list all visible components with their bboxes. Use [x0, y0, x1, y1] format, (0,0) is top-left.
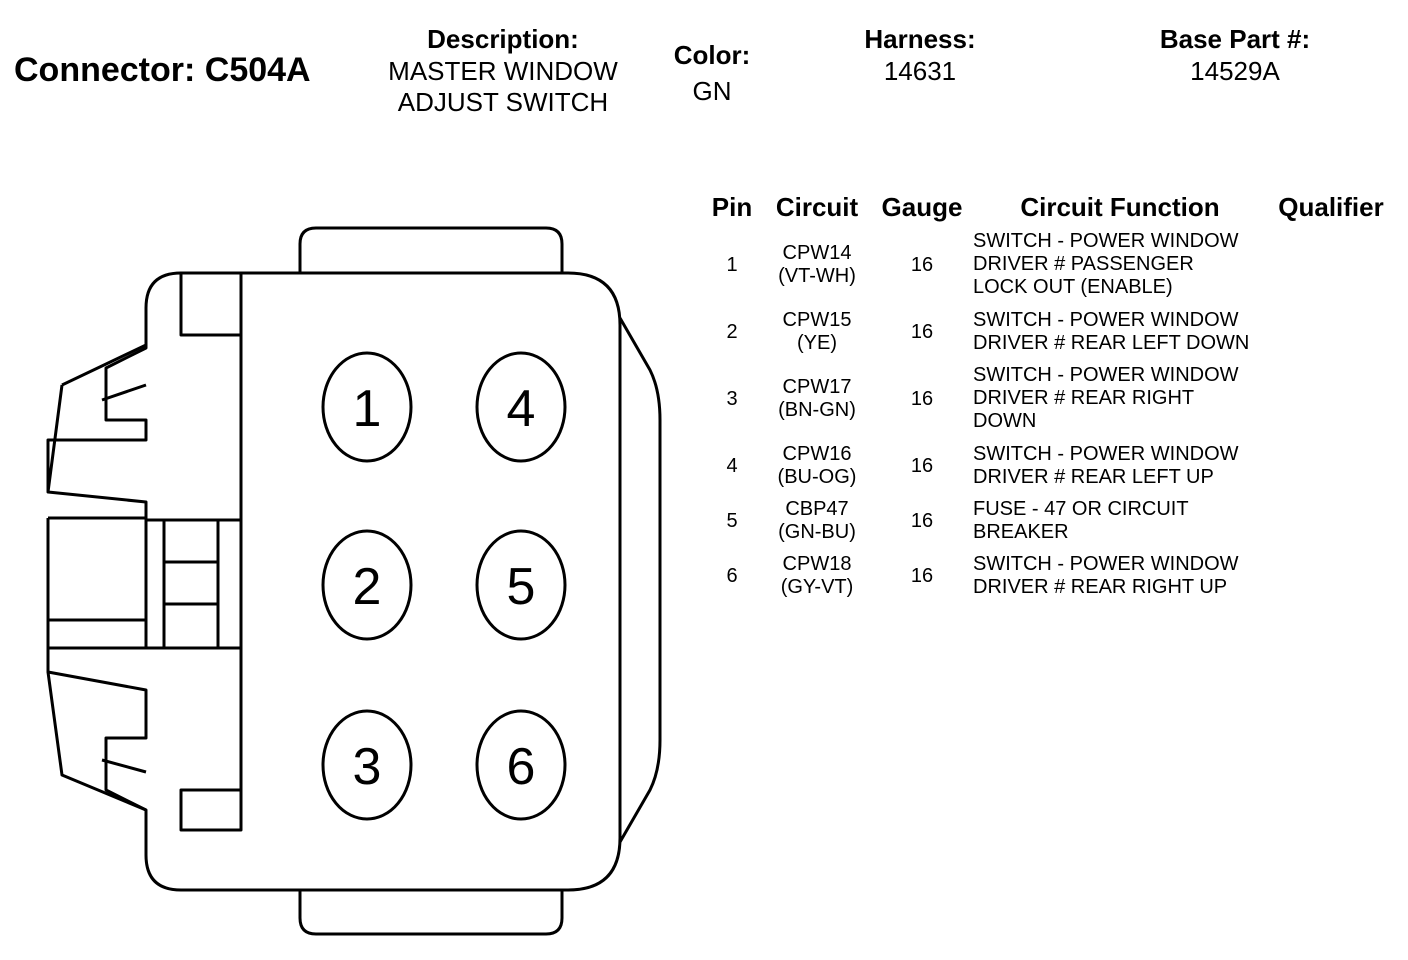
col-header-circuit: Circuit — [775, 192, 859, 222]
function-cell: SWITCH - POWER WINDOW DRIVER # REAR RIGH… — [973, 364, 1239, 433]
pin-cell: 2 — [726, 321, 738, 343]
function-line: DRIVER # REAR LEFT DOWN — [973, 332, 1250, 354]
pin-cell: 4 — [726, 455, 738, 477]
pin-label-6: 6 — [507, 738, 536, 796]
pin-label-5: 5 — [507, 558, 536, 616]
connector-title: Connector: C504A — [14, 51, 311, 89]
pin-cell: 1 — [726, 254, 738, 276]
circuit-color: (VT-WH) — [778, 265, 856, 287]
function-line: SWITCH - POWER WINDOW — [973, 230, 1239, 252]
circuit-id: CBP47 — [785, 498, 849, 520]
pin-cavity-2 — [321, 529, 413, 641]
base-part-block: Base Part #: 14529A — [1120, 24, 1350, 87]
circuit-cell: CPW14 (VT-WH) — [760, 242, 874, 288]
gauge-cell: 16 — [910, 321, 934, 343]
description-line-2: ADJUST SWITCH — [397, 87, 609, 117]
pin-cell: 3 — [726, 388, 738, 410]
pin-label-3: 3 — [353, 738, 382, 796]
function-line: SWITCH - POWER WINDOW — [973, 443, 1239, 465]
circuit-color: (YE) — [797, 332, 837, 354]
pin-cavity-1 — [321, 351, 413, 463]
circuit-id: CPW18 — [782, 553, 852, 575]
circuit-color: (BU-OG) — [777, 466, 857, 488]
pin-cell: 5 — [726, 510, 738, 532]
lower-left-wing — [46, 671, 147, 812]
circuit-cell: CPW17 (BN-GN) — [760, 376, 874, 422]
function-line: DRIVER # PASSENGER — [973, 253, 1194, 275]
color-value: GN — [692, 76, 732, 106]
center-lock — [144, 518, 243, 650]
circuit-cell: CPW18 (GY-VT) — [760, 553, 874, 599]
gauge-cell: 16 — [910, 455, 934, 477]
right-side-rib — [618, 317, 662, 843]
function-line: SWITCH - POWER WINDOW — [973, 309, 1239, 331]
circuit-id: CPW16 — [782, 443, 852, 465]
function-line: DRIVER # REAR LEFT UP — [973, 466, 1214, 488]
gauge-cell: 16 — [910, 510, 934, 532]
function-line: FUSE - 47 OR CIRCUIT — [973, 498, 1189, 520]
function-cell: SWITCH - POWER WINDOW DRIVER # REAR LEFT… — [973, 309, 1249, 355]
col-header-qualifier: Qualifier — [1278, 192, 1384, 222]
base-part-label: Base Part #: — [1159, 24, 1311, 54]
pin-label-2: 2 — [353, 558, 382, 616]
pin-label-1: 1 — [353, 380, 382, 438]
col-header-circuit-function: Circuit Function — [1020, 192, 1220, 222]
circuit-id: CPW15 — [782, 309, 852, 331]
function-line: SWITCH - POWER WINDOW — [973, 553, 1239, 575]
bottom-latch — [298, 890, 564, 936]
function-line: SWITCH - POWER WINDOW — [973, 364, 1239, 386]
col-header-pin: Pin — [711, 192, 753, 222]
circuit-cell: CBP47 (GN-BU) — [760, 498, 874, 544]
function-cell: FUSE - 47 OR CIRCUIT BREAKER — [973, 498, 1189, 544]
color-label: Color: — [673, 40, 751, 70]
function-line: LOCK OUT (ENABLE) — [973, 276, 1173, 298]
pin-label-4: 4 — [507, 380, 536, 438]
base-part-value: 14529A — [1190, 56, 1280, 86]
function-cell: SWITCH - POWER WINDOW DRIVER # PASSENGER… — [973, 230, 1239, 299]
circuit-cell: CPW16 (BU-OG) — [760, 443, 874, 489]
center-lock-tab — [46, 516, 146, 650]
circuit-color: (GY-VT) — [780, 576, 854, 598]
circuit-id: CPW17 — [782, 376, 852, 398]
circuit-id: CPW14 — [782, 242, 852, 264]
harness-value: 14631 — [883, 56, 957, 86]
function-cell: SWITCH - POWER WINDOW DRIVER # REAR LEFT… — [973, 443, 1239, 489]
upper-left-wing — [46, 343, 147, 493]
description-block: Description: MASTER WINDOW ADJUST SWITCH — [372, 24, 634, 118]
function-line: DOWN — [973, 410, 1037, 432]
bottom-left-ledge — [179, 788, 243, 832]
circuit-color: (BN-GN) — [778, 399, 856, 421]
circuit-color: (GN-BU) — [778, 521, 856, 543]
circuit-cell: CPW15 (YE) — [760, 309, 874, 355]
function-line: DRIVER # REAR RIGHT — [973, 387, 1195, 409]
function-cell: SWITCH - POWER WINDOW DRIVER # REAR RIGH… — [973, 553, 1239, 599]
pin-cell: 6 — [726, 565, 738, 587]
description-line-1: MASTER WINDOW — [388, 56, 618, 86]
top-left-ledge — [179, 271, 243, 337]
function-line: BREAKER — [973, 521, 1069, 543]
description-label: Description: — [427, 24, 579, 54]
harness-block: Harness: 14631 — [820, 24, 1020, 87]
col-header-gauge: Gauge — [881, 192, 963, 222]
color-block: Color: GN — [652, 40, 772, 107]
gauge-cell: 16 — [910, 254, 934, 276]
pin-cavity-6 — [475, 709, 567, 821]
top-latch — [298, 226, 564, 273]
function-line: DRIVER # REAR RIGHT UP — [973, 576, 1228, 598]
pin-cavity-5 — [475, 529, 567, 641]
pin-cavity-3 — [321, 709, 413, 821]
connector-face-diagram: 1 4 2 5 3 6 — [46, 226, 662, 936]
gauge-cell: 16 — [910, 565, 934, 587]
gauge-cell: 16 — [910, 388, 934, 410]
pin-cavity-4 — [475, 351, 567, 463]
center-lock-bars — [162, 520, 220, 648]
harness-label: Harness: — [864, 24, 976, 54]
